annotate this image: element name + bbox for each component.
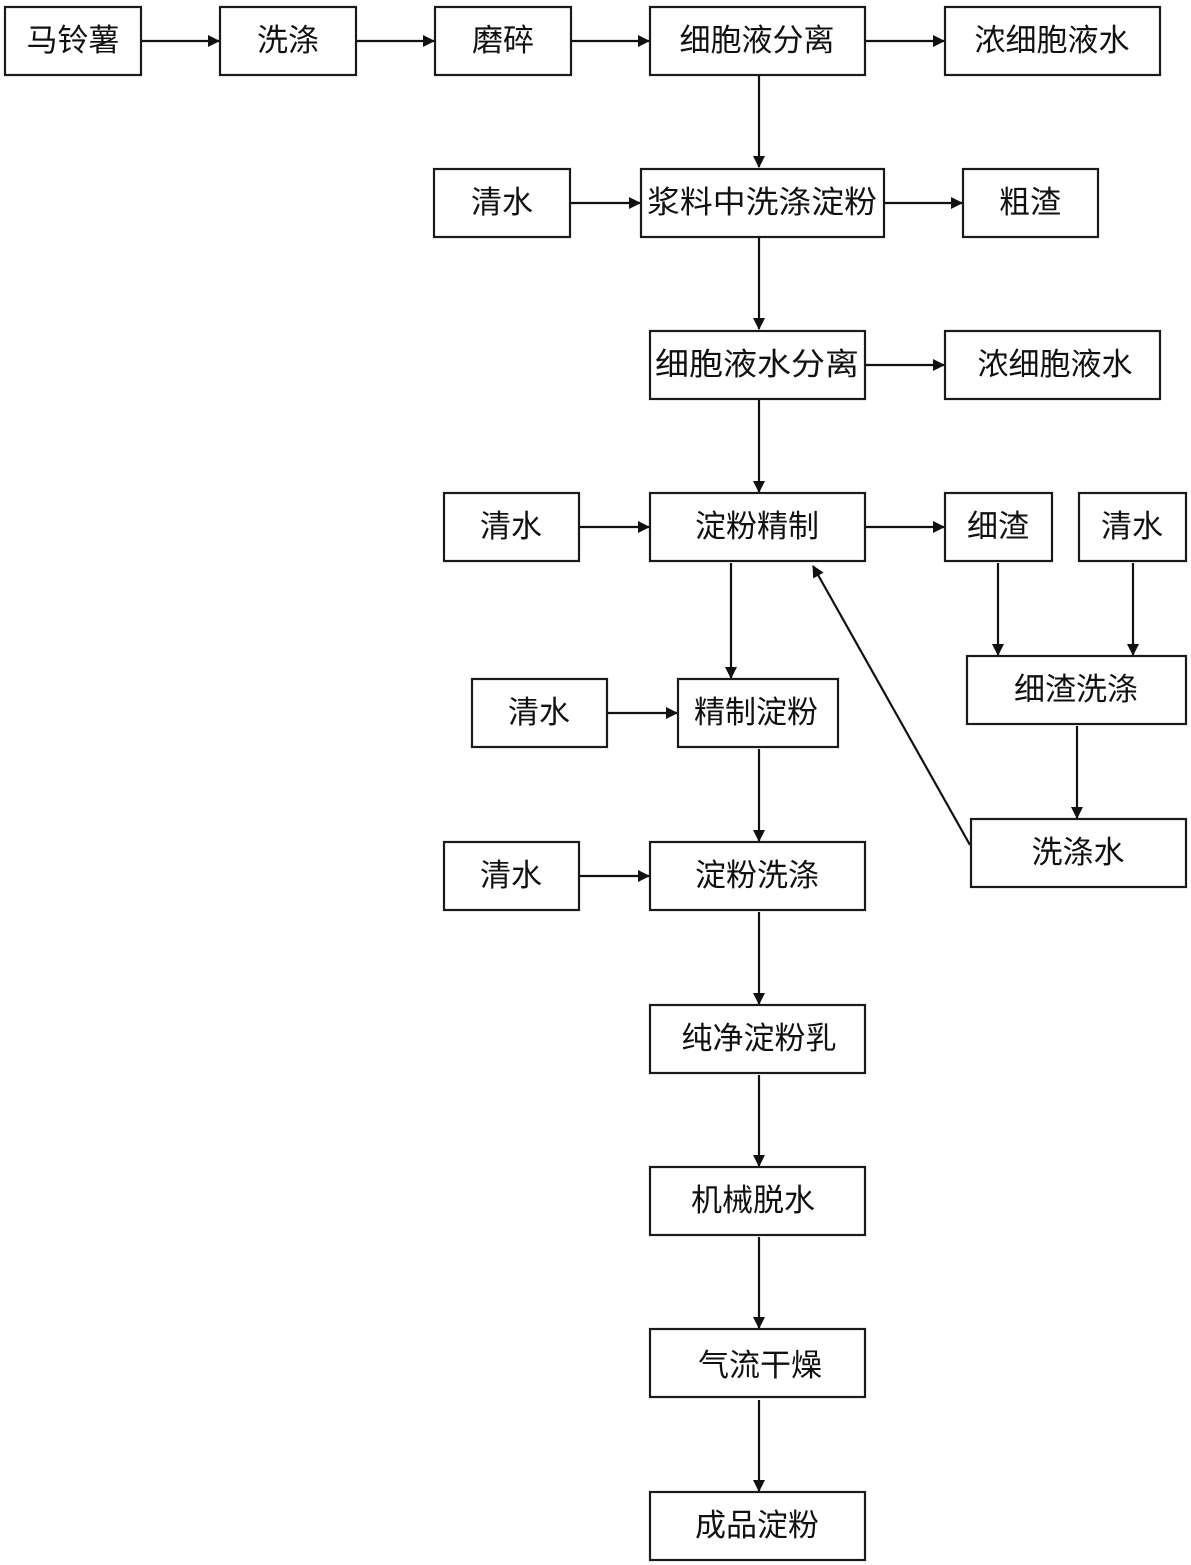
node-product-label: 成品淀粉 <box>695 1508 819 1544</box>
edge-wash-water-to-starch-refine <box>812 565 971 846</box>
node-wash-water-label: 洗涤水 <box>1032 835 1125 871</box>
node-slurry-wash-label: 浆料中洗涤淀粉 <box>647 185 877 221</box>
node-coarse-residue: 粗渣 <box>961 167 1100 239</box>
node-cell-sep-label: 细胞液分离 <box>680 23 835 59</box>
node-wash: 洗涤 <box>218 5 358 77</box>
node-product-box <box>648 1490 867 1562</box>
node-conc-juice-2-box <box>943 329 1162 401</box>
node-water-5-box <box>442 840 581 912</box>
node-potato: 马铃薯 <box>3 5 143 77</box>
node-grind-label: 磨碎 <box>472 23 534 59</box>
node-fine-residue-label: 细渣 <box>967 509 1029 545</box>
node-conc-juice-1-box <box>943 5 1162 77</box>
node-water-3: 清水 <box>1077 491 1188 563</box>
node-water-2-label: 清水 <box>480 509 542 545</box>
node-conc-juice-1: 浓细胞液水 <box>943 5 1162 77</box>
node-potato-box <box>3 5 143 77</box>
node-conc-juice-1-label: 浓细胞液水 <box>975 23 1130 59</box>
node-cell-water-sep: 细胞液水分离 <box>648 329 867 401</box>
node-pure-milk: 纯净淀粉乳 <box>648 1003 867 1075</box>
node-starch-refine: 淀粉精制 <box>648 491 867 563</box>
node-pure-milk-box <box>648 1003 867 1075</box>
node-product: 成品淀粉 <box>648 1490 867 1562</box>
node-water-5: 清水 <box>442 840 581 912</box>
node-slurry-wash: 浆料中洗涤淀粉 <box>639 167 886 239</box>
node-cell-sep-box <box>648 5 867 77</box>
node-starch-wash-label: 淀粉洗涤 <box>695 858 819 894</box>
node-starch-wash-box <box>648 840 867 912</box>
node-dewater: 机械脱水 <box>648 1165 867 1237</box>
node-air-dry: 气流干燥 <box>648 1327 867 1399</box>
node-starch-refine-label: 淀粉精制 <box>695 509 819 545</box>
node-coarse-residue-label: 粗渣 <box>999 185 1061 221</box>
node-wash-water: 洗涤水 <box>969 817 1188 889</box>
node-fine-residue-wash-box <box>965 654 1188 726</box>
node-fine-residue-wash: 细渣洗涤 <box>965 654 1188 726</box>
node-water-5-label: 清水 <box>480 858 542 894</box>
node-water-1-box <box>432 167 572 239</box>
node-water-1-label: 清水 <box>471 185 533 221</box>
node-refined-starch-box <box>676 677 840 749</box>
node-cell-water-sep-label: 细胞液水分离 <box>655 347 859 383</box>
node-cell-sep: 细胞液分离 <box>648 5 867 77</box>
node-water-4-label: 清水 <box>508 695 570 731</box>
node-fine-residue-wash-label: 细渣洗涤 <box>1014 672 1138 708</box>
node-water-1: 清水 <box>432 167 572 239</box>
edges <box>141 35 1139 1492</box>
node-refined-starch: 精制淀粉 <box>676 677 840 749</box>
node-air-dry-box <box>648 1327 867 1399</box>
node-grind-box <box>433 5 573 77</box>
node-air-dry-label: 气流干燥 <box>698 1348 822 1384</box>
node-fine-residue: 细渣 <box>943 491 1054 563</box>
node-water-3-label: 清水 <box>1101 509 1163 545</box>
node-water-3-box <box>1077 491 1188 563</box>
node-slurry-wash-box <box>639 167 886 239</box>
node-conc-juice-2-label: 浓细胞液水 <box>978 347 1133 383</box>
node-refined-starch-label: 精制淀粉 <box>694 695 818 731</box>
node-dewater-box <box>648 1165 867 1237</box>
node-starch-wash: 淀粉洗涤 <box>648 840 867 912</box>
node-coarse-residue-box <box>961 167 1100 239</box>
node-water-4-box <box>470 677 609 749</box>
node-water-2: 清水 <box>442 491 581 563</box>
node-potato-label: 马铃薯 <box>27 23 120 59</box>
node-pure-milk-label: 纯净淀粉乳 <box>682 1021 837 1057</box>
node-dewater-label: 机械脱水 <box>691 1183 815 1219</box>
node-wash-water-box <box>969 817 1188 889</box>
node-water-4: 清水 <box>470 677 609 749</box>
node-starch-refine-box <box>648 491 867 563</box>
node-grind: 磨碎 <box>433 5 573 77</box>
node-conc-juice-2: 浓细胞液水 <box>943 329 1162 401</box>
node-wash-label: 洗涤 <box>257 23 319 59</box>
node-wash-box <box>218 5 358 77</box>
node-fine-residue-box <box>943 491 1054 563</box>
node-cell-water-sep-box <box>648 329 867 401</box>
node-water-2-box <box>442 491 581 563</box>
